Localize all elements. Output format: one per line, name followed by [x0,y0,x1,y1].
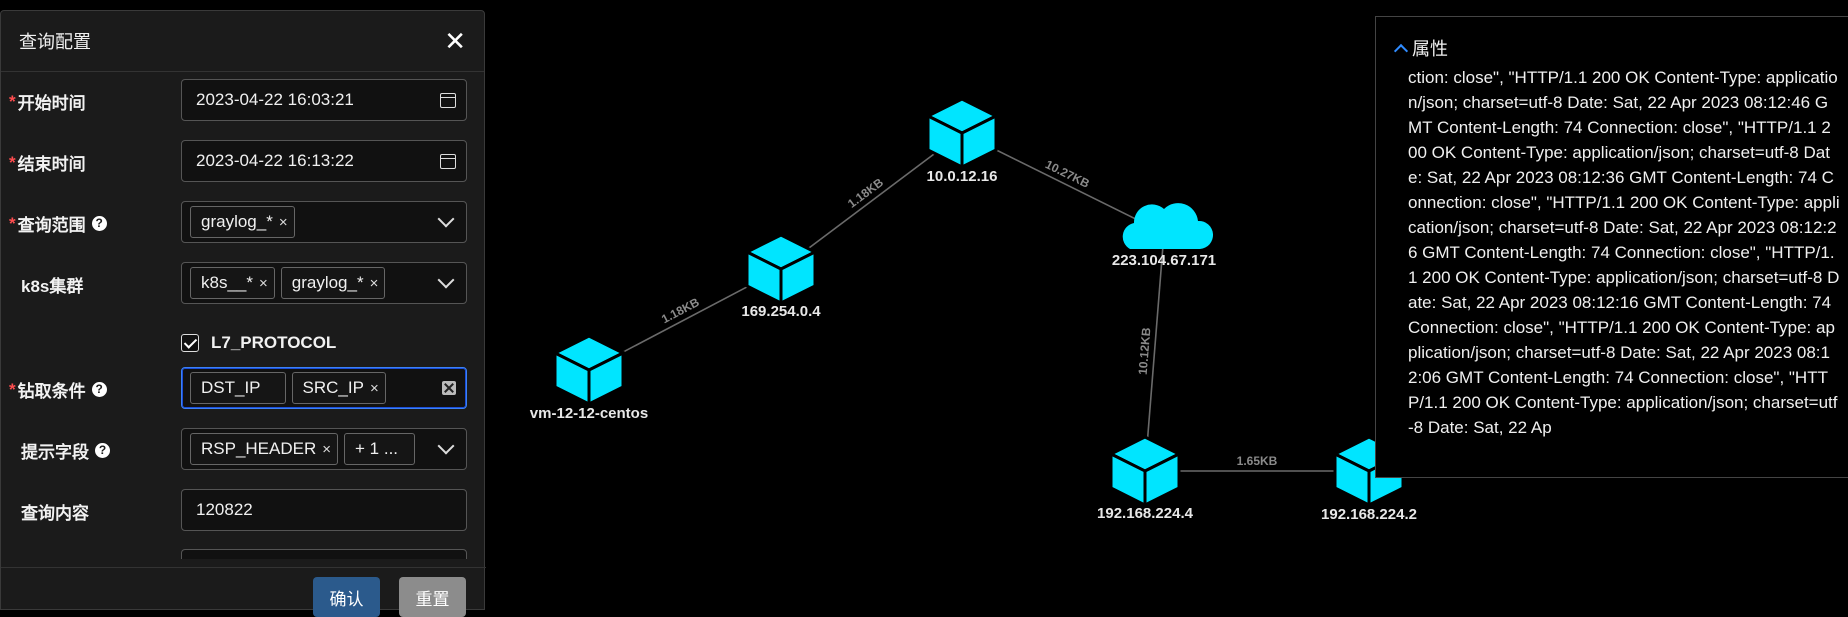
k8s-tag: graylog_* × [280,267,386,299]
scope-select[interactable]: graylog_* × [181,201,467,243]
properties-panel: 属性 ction: close", "HTTP/1.1 200 OK Conte… [1375,16,1848,478]
graph-node[interactable]: 192.168.224.4 [1097,435,1194,522]
cube-icon[interactable] [924,97,1000,170]
confirm-button[interactable]: 确认 [313,577,380,617]
properties-header[interactable]: 属性 [1393,35,1448,61]
node-label: 192.168.224.2 [1321,506,1417,523]
content-value: 120822 [196,500,253,519]
chevron-down-icon[interactable] [437,210,455,228]
next-field-row [1,549,486,559]
end-time-picker[interactable]: 2023-04-22 16:13:22 [181,140,467,182]
panel-header: 查询配置 ✕ [1,11,484,72]
chevron-down-icon[interactable] [437,437,455,455]
tag-close-icon[interactable]: × [322,440,332,458]
footer-divider [1,567,486,568]
query-config-panel: 查询配置 ✕ * 开始时间 2023-04-22 16:03:21 * 结束时间… [0,10,486,617]
cube-icon[interactable] [1107,435,1183,508]
hint-label: 提示字段 ? [21,438,110,463]
end-time-value: 2023-04-22 16:13:22 [196,151,354,170]
graph-edge[interactable]: 1.65KB [1145,454,1369,472]
start-time-label: * 开始时间 [9,91,86,114]
hint-tag: RSP_HEADER × [190,433,339,465]
properties-content: ction: close", "HTTP/1.1 200 OK Content-… [1408,68,1840,437]
graph-edge[interactable]: 10.12KB [1136,232,1165,472]
edge-label: 1.65KB [1237,454,1278,468]
cube-icon[interactable] [551,334,627,407]
clear-icon[interactable] [442,381,456,395]
k8s-label: k8s集群 [21,277,84,296]
k8s-select[interactable]: k8s__* × graylog_* × [181,262,467,304]
node-label: 223.104.67.171 [1112,252,1216,269]
tag-close-icon[interactable]: × [369,379,379,397]
help-icon[interactable]: ? [91,382,107,397]
edge-label: 10.12KB [1136,327,1154,376]
graph-node[interactable]: 169.254.0.4 [741,233,821,320]
panel-title: 查询配置 [19,32,91,52]
drill-select[interactable]: DST_IP SRC_IP × [181,367,467,409]
start-time-picker[interactable]: 2023-04-22 16:03:21 [181,79,467,121]
cube-icon[interactable] [743,233,819,306]
drill-label: * 钻取条件 ? [9,377,107,402]
close-icon[interactable]: ✕ [444,26,466,56]
reset-button[interactable]: 重置 [399,577,466,617]
tag-close-icon[interactable]: × [369,274,379,292]
node-label: 10.0.12.16 [927,168,998,185]
k8s-tag: k8s__* × [190,267,275,299]
tag-close-icon[interactable]: × [258,274,268,292]
drill-tag: DST_IP [190,372,286,404]
graph-node[interactable]: 223.104.67.171 [1112,203,1216,269]
help-icon[interactable]: ? [95,443,110,458]
end-time-label: * 结束时间 [9,152,86,175]
cloud-icon[interactable] [1122,203,1214,249]
properties-title: 属性 [1412,39,1448,59]
tag-close-icon[interactable]: × [278,213,288,231]
scope-label: * 查询范围 ? [9,211,107,236]
graph-node[interactable]: vm-12-12-centos [530,334,648,422]
drill-tag: SRC_IP × [291,372,386,404]
start-time-value: 2023-04-22 16:03:21 [196,90,354,109]
hint-more-tag[interactable]: + 1 ... [344,433,416,465]
next-field-input[interactable] [181,549,467,559]
edge-line[interactable] [780,132,963,270]
calendar-icon[interactable] [440,92,456,108]
scope-tag: graylog_* × [190,206,295,238]
edge-line[interactable] [1144,232,1165,472]
content-label: 查询内容 [21,504,89,523]
node-label: 192.168.224.4 [1097,505,1194,522]
graph-node[interactable]: 10.0.12.16 [924,97,1000,185]
help-icon[interactable]: ? [91,216,107,231]
content-input[interactable]: 120822 [181,489,467,531]
node-label: 169.254.0.4 [741,303,821,320]
chevron-up-icon[interactable] [1393,43,1409,58]
calendar-icon[interactable] [440,153,456,169]
l7-protocol-label: L7_PROTOCOL [211,333,337,352]
hint-select[interactable]: RSP_HEADER × + 1 ... [181,428,467,470]
node-label: vm-12-12-centos [530,405,648,422]
checkbox-checked-icon[interactable] [181,334,199,352]
l7-protocol-checkbox[interactable]: L7_PROTOCOL [181,333,336,353]
chevron-down-icon[interactable] [437,271,455,289]
